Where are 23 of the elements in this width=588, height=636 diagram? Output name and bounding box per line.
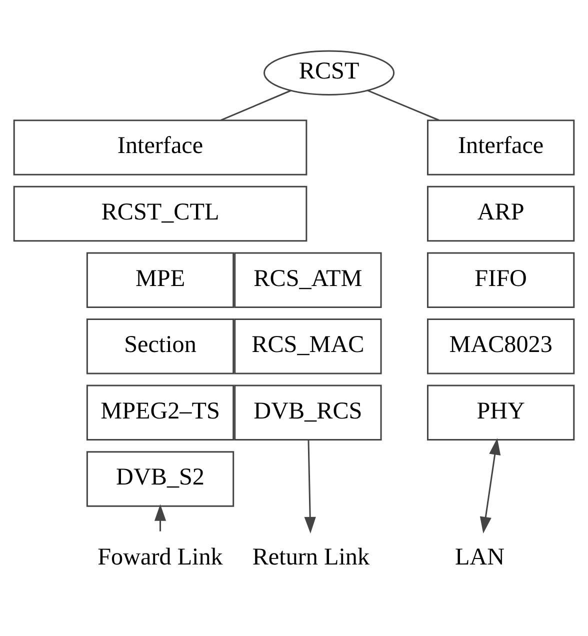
node-box: RCST_CTL — [13, 185, 308, 242]
node-box: DVB_S2 — [86, 450, 234, 506]
node-ellipse: RCST — [263, 50, 395, 95]
node-box: RCS_ATM — [234, 252, 382, 308]
arrow — [480, 438, 501, 534]
connector — [367, 89, 440, 120]
node-box: ARP — [426, 185, 575, 242]
node-box: Interface — [426, 119, 575, 175]
node-box: DVB_RCS — [234, 384, 382, 440]
node-box: RCS_MAC — [234, 318, 382, 374]
node-box: Section — [86, 318, 234, 374]
node-text: LAN — [454, 544, 505, 570]
arrow — [304, 440, 316, 534]
connector — [220, 89, 292, 120]
arrow — [154, 504, 166, 531]
node-box: FIFO — [426, 252, 575, 308]
node-box: MAC8023 — [426, 318, 575, 374]
node-box: PHY — [426, 384, 575, 440]
node-text: Foward Link — [98, 544, 223, 570]
node-box: MPE — [86, 252, 234, 308]
node-box: Interface — [13, 119, 308, 175]
node-text: Return Link — [252, 544, 370, 570]
node-box: MPEG2–TS — [86, 384, 234, 440]
